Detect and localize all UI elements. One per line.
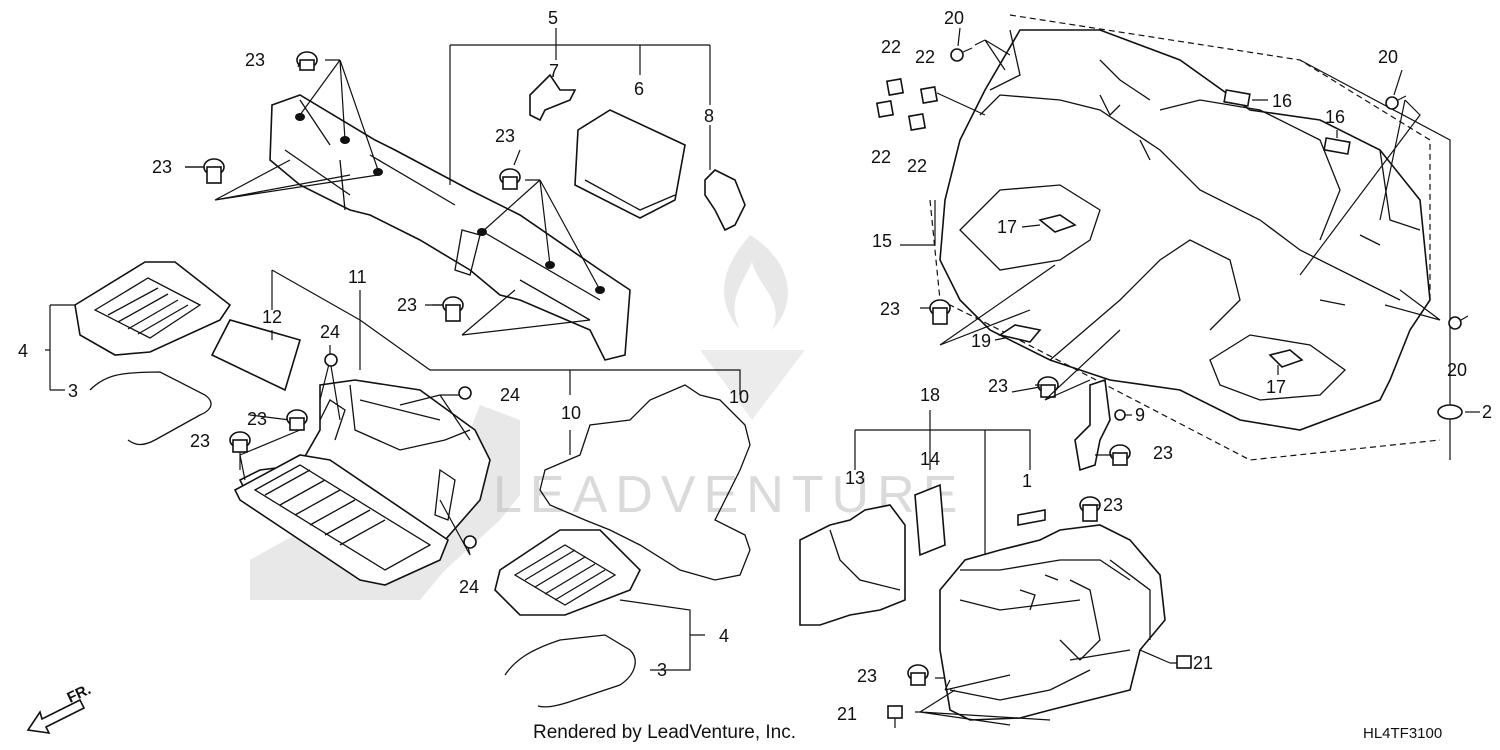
part-1-label [1017, 509, 1046, 526]
callout-23: 23 [152, 157, 172, 177]
callout-24: 24 [500, 385, 520, 405]
callout-17: 17 [997, 217, 1017, 237]
diagram-code: HL4TF3100 [1363, 725, 1442, 742]
part-8-bracket [704, 169, 746, 232]
part-14-pad [914, 483, 946, 557]
callout-23: 23 [1153, 443, 1173, 463]
front-indicator-label: FR. [65, 681, 94, 707]
part-16-a [1223, 89, 1251, 107]
part-6-pad [574, 109, 686, 219]
callout-23: 23 [1103, 495, 1123, 515]
callout-19: 19 [971, 331, 991, 351]
storage-box [939, 524, 1166, 721]
callout-16: 16 [1272, 91, 1292, 111]
callout-labels: 5 6 7 8 23 23 23 23 4 3 12 11 24 24 24 2… [18, 8, 1492, 724]
callout-23: 23 [245, 50, 265, 70]
callout-3: 3 [68, 381, 78, 401]
part-12-pad [210, 319, 301, 392]
callout-7: 7 [549, 61, 559, 81]
callout-21: 21 [1193, 653, 1213, 673]
callout-3: 3 [657, 660, 667, 680]
callout-2: 2 [1482, 402, 1492, 422]
callout-6: 6 [634, 79, 644, 99]
bracket-9 [1074, 378, 1111, 472]
callout-14: 14 [920, 449, 940, 469]
callout-23: 23 [880, 299, 900, 319]
callout-20: 20 [1378, 47, 1398, 67]
screw-20-group [950, 47, 1469, 330]
grommet-2 [1437, 404, 1463, 420]
callout-22: 22 [881, 37, 901, 57]
callout-23: 23 [397, 295, 417, 315]
callout-18: 18 [920, 385, 940, 405]
callout-21: 21 [837, 704, 857, 724]
seal-3-left [89, 371, 212, 446]
callout-23: 23 [495, 126, 515, 146]
part-7-bracket [529, 73, 577, 122]
callout-23: 23 [190, 431, 210, 451]
front-arrow-icon: FR. [26, 681, 94, 735]
cargo-bed-15 [939, 29, 1431, 431]
part-16-b [1323, 137, 1351, 155]
clip-22-group [875, 77, 939, 132]
callout-10: 10 [729, 387, 749, 407]
plug-17-a [1038, 214, 1077, 233]
callout-1: 1 [1022, 471, 1032, 491]
callout-16: 16 [1325, 107, 1345, 127]
callout-4: 4 [719, 626, 729, 646]
callout-11: 11 [348, 267, 367, 287]
screw-24-group [324, 353, 477, 549]
callout-20: 20 [1447, 360, 1467, 380]
seal-3-middle [504, 634, 636, 708]
callout-24: 24 [320, 322, 340, 342]
clip-23-group-b [229, 409, 308, 453]
floor-mat-left [74, 261, 232, 356]
part-19 [998, 324, 1042, 343]
floor-mat-middle [494, 529, 641, 616]
callout-22: 22 [907, 156, 927, 176]
callout-15: 15 [872, 231, 892, 251]
callout-23: 23 [857, 666, 877, 686]
callout-5: 5 [548, 8, 558, 28]
rear-panel-assembly [269, 94, 631, 361]
callout-23: 23 [988, 376, 1008, 396]
callout-8: 8 [704, 106, 714, 126]
callout-4: 4 [18, 341, 28, 361]
callout-22: 22 [871, 147, 891, 167]
callout-20: 20 [944, 8, 964, 28]
callout-17: 17 [1266, 377, 1286, 397]
callout-9: 9 [1135, 405, 1145, 425]
callout-13: 13 [845, 468, 865, 488]
plug-17-b [1268, 349, 1304, 368]
callout-12: 12 [262, 307, 282, 327]
credit-text: Rendered by LeadVenture, Inc. [533, 722, 796, 743]
clip-23-group-c [907, 299, 1131, 686]
screw-21-group [887, 655, 1192, 728]
callout-10: 10 [561, 403, 581, 423]
callout-23: 23 [247, 409, 267, 429]
part-13-cover [799, 504, 906, 626]
callout-22: 22 [915, 47, 935, 67]
callout-24: 24 [459, 577, 479, 597]
seal-10 [539, 384, 751, 581]
storage-tray-11 [233, 379, 520, 600]
clip-23-group-a [203, 51, 521, 322]
